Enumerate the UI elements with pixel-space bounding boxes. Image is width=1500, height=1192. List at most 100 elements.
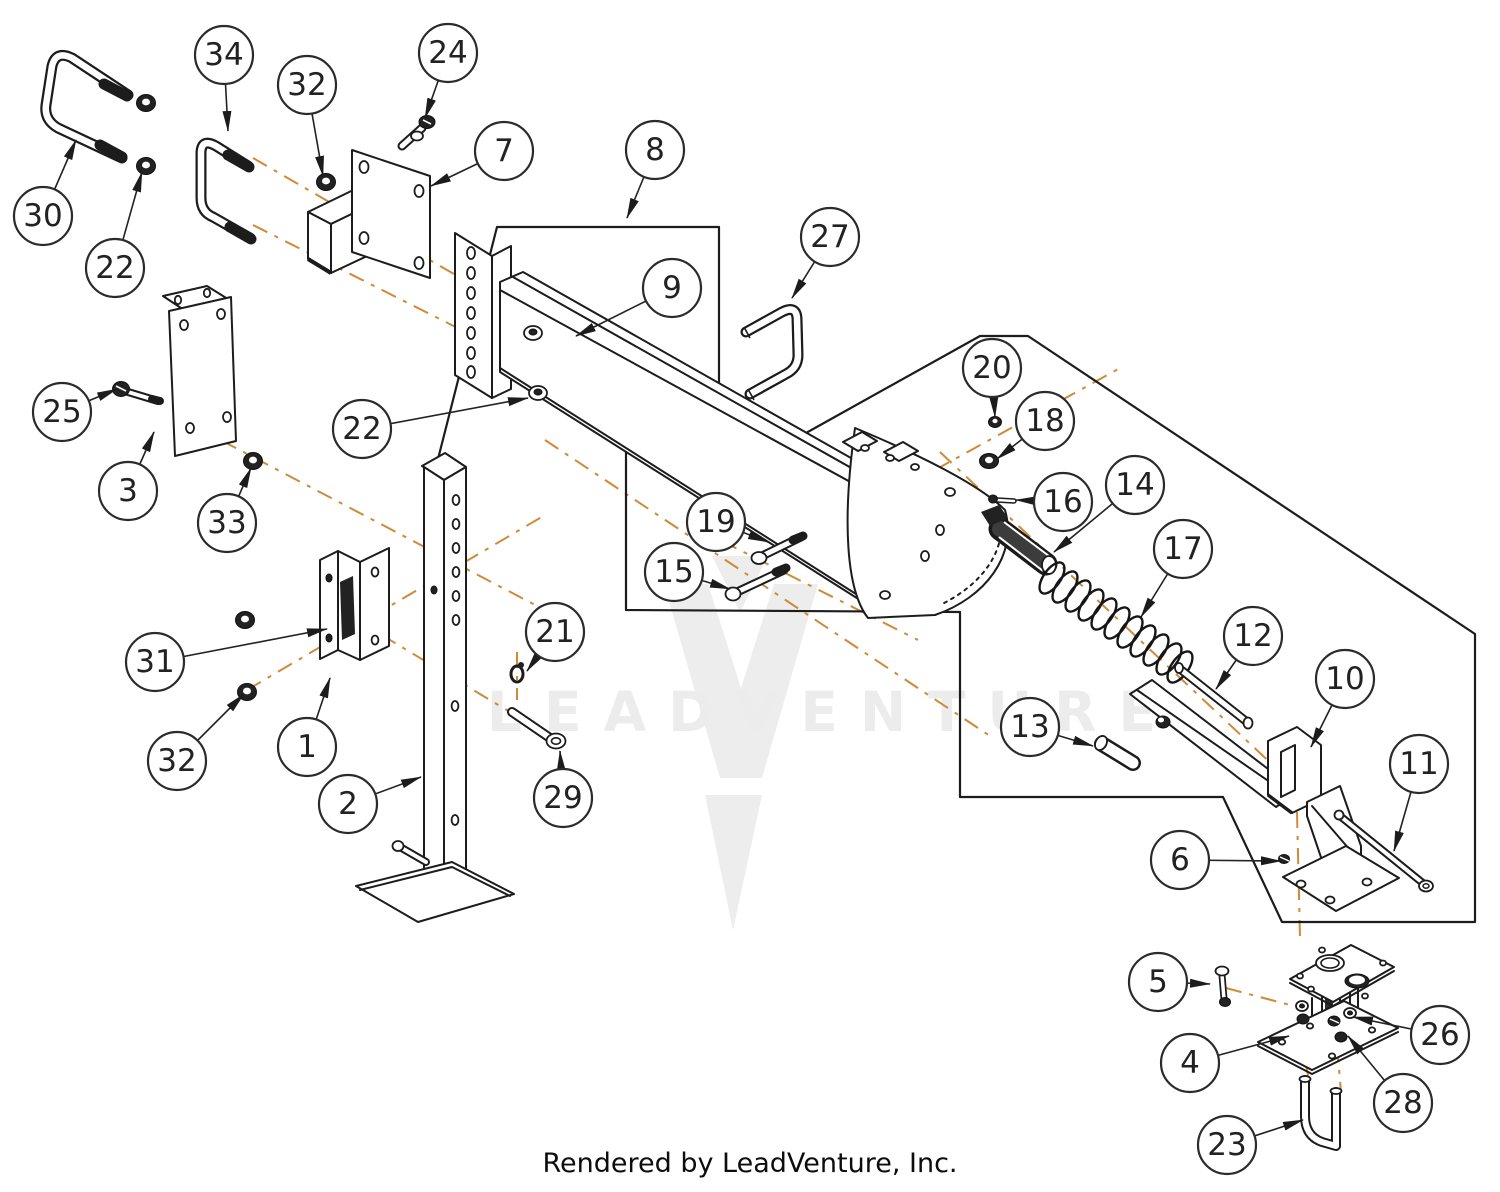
callout-balloon[interactable] <box>532 767 594 829</box>
callout-28-34[interactable]: 28 <box>1347 1035 1434 1134</box>
callout-21-28[interactable]: 21 <box>524 601 586 672</box>
callout-balloon[interactable] <box>624 119 686 181</box>
callout-11-22[interactable]: 11 <box>1388 733 1450 852</box>
callout-number: 8 <box>645 132 665 168</box>
callout-balloon[interactable] <box>196 492 258 554</box>
callout-number: 27 <box>810 219 849 255</box>
callout-25-8[interactable]: 25 <box>31 381 118 443</box>
callout-4-32[interactable]: 4 <box>1159 1032 1290 1094</box>
part-rod-11 <box>1333 809 1434 893</box>
callout-balloon[interactable] <box>31 381 93 443</box>
callout-balloon[interactable] <box>124 631 186 693</box>
callout-number: 1 <box>297 729 317 765</box>
callout-29-29[interactable]: 29 <box>532 750 594 829</box>
detail-outline-path <box>435 225 1477 924</box>
callout-24-2[interactable]: 24 <box>417 22 479 119</box>
callout-number: 23 <box>1207 1127 1246 1163</box>
callout-20-13[interactable]: 20 <box>961 337 1023 418</box>
callout-balloon[interactable] <box>1032 471 1094 533</box>
callout-number: 14 <box>1115 467 1154 503</box>
callout-1-25[interactable]: 1 <box>276 677 338 778</box>
callout-33-10[interactable]: 33 <box>196 467 258 554</box>
callout-32-26[interactable]: 32 <box>146 693 245 792</box>
callout-balloon[interactable] <box>84 237 146 299</box>
callout-balloon[interactable] <box>685 491 747 553</box>
callout-32-1[interactable]: 32 <box>276 54 338 177</box>
callout-balloon[interactable] <box>146 730 208 792</box>
part-bolt-19 <box>750 531 808 565</box>
callout-balloon[interactable] <box>1222 605 1284 667</box>
callout-balloon[interactable] <box>417 22 479 84</box>
callout-number: 5 <box>1148 964 1168 1000</box>
callout-9-12[interactable]: 9 <box>575 257 703 337</box>
callout-17-17[interactable]: 17 <box>1140 518 1214 618</box>
callout-number: 15 <box>654 554 693 590</box>
callout-balloon[interactable] <box>12 185 74 247</box>
callout-27-5[interactable]: 27 <box>791 206 861 299</box>
callout-balloon[interactable] <box>1149 829 1211 891</box>
callout-19-18[interactable]: 19 <box>685 491 769 553</box>
callout-balloon[interactable] <box>1159 1032 1221 1094</box>
detail-outline <box>435 225 1477 924</box>
callout-balloon[interactable] <box>331 398 393 460</box>
callout-34[interactable]: 34 <box>193 24 255 132</box>
callout-balloon[interactable] <box>1127 951 1189 1013</box>
callout-31-24[interactable]: 31 <box>124 628 328 693</box>
callout-5-31[interactable]: 5 <box>1127 951 1211 1013</box>
callout-2-27[interactable]: 2 <box>317 773 422 835</box>
callout-18-14[interactable]: 18 <box>996 390 1076 460</box>
callout-3-9[interactable]: 3 <box>97 431 159 522</box>
callout-balloon[interactable] <box>1014 390 1076 452</box>
part-bolt-15 <box>724 563 791 602</box>
callout-number: 24 <box>428 35 467 71</box>
callout-number: 32 <box>157 743 196 779</box>
callout-14-16[interactable]: 14 <box>1053 454 1166 553</box>
part-flange-nut-22b <box>523 325 548 401</box>
callout-balloon[interactable] <box>643 541 705 603</box>
callout-balloon[interactable] <box>276 716 338 778</box>
callout-balloon[interactable] <box>961 337 1023 399</box>
part-spring-17 <box>1038 561 1194 684</box>
callout-balloon[interactable] <box>276 54 338 116</box>
part-nut-18 <box>979 453 999 469</box>
callout-22-7[interactable]: 22 <box>84 171 146 299</box>
callout-balloon[interactable] <box>1196 1114 1258 1176</box>
callout-balloon[interactable] <box>641 257 703 319</box>
callout-8-4[interactable]: 8 <box>624 119 686 219</box>
callout-balloon[interactable] <box>524 601 586 663</box>
callout-10-21[interactable]: 10 <box>1310 648 1376 748</box>
callout-balloon[interactable] <box>1388 733 1450 795</box>
callout-number: 32 <box>287 67 326 103</box>
callout-balloon[interactable] <box>473 120 535 182</box>
callout-6-30[interactable]: 6 <box>1149 829 1282 891</box>
callout-30-6[interactable]: 30 <box>12 139 77 247</box>
part-pedestal-4 <box>1257 944 1399 1075</box>
callout-balloon[interactable] <box>1152 518 1214 580</box>
callout-balloon[interactable] <box>1372 1072 1434 1134</box>
callout-number: 26 <box>1420 1017 1459 1053</box>
callout-balloon[interactable] <box>1104 454 1166 516</box>
callout-number: 9 <box>662 270 682 306</box>
callout-balloon[interactable] <box>97 460 159 522</box>
callout-13-23[interactable]: 13 <box>999 696 1094 758</box>
callout-balloon[interactable] <box>799 206 861 268</box>
callout-15-19[interactable]: 15 <box>643 541 731 603</box>
callout-balloon[interactable] <box>1409 1004 1471 1066</box>
callout-number: 11 <box>1399 746 1438 782</box>
callout-26-33[interactable]: 26 <box>1352 1004 1471 1066</box>
part-nut-20 <box>988 416 1002 428</box>
callout-number: 19 <box>696 504 735 540</box>
callout-balloon[interactable] <box>193 24 255 86</box>
callout-7-3[interactable]: 7 <box>430 120 535 187</box>
part-nut-33 <box>243 452 263 470</box>
callout-balloon[interactable] <box>317 773 379 835</box>
callout-16-15[interactable]: 16 <box>1015 471 1094 533</box>
callout-12-20[interactable]: 12 <box>1215 605 1284 690</box>
callout-balloon[interactable] <box>999 696 1061 758</box>
callout-balloon[interactable] <box>1314 648 1376 710</box>
callout-23-35[interactable]: 23 <box>1196 1114 1304 1176</box>
part-hitch-adapter-7 <box>306 149 431 279</box>
part-bolt-25 <box>112 381 164 405</box>
callout-22-11[interactable]: 22 <box>331 397 529 460</box>
